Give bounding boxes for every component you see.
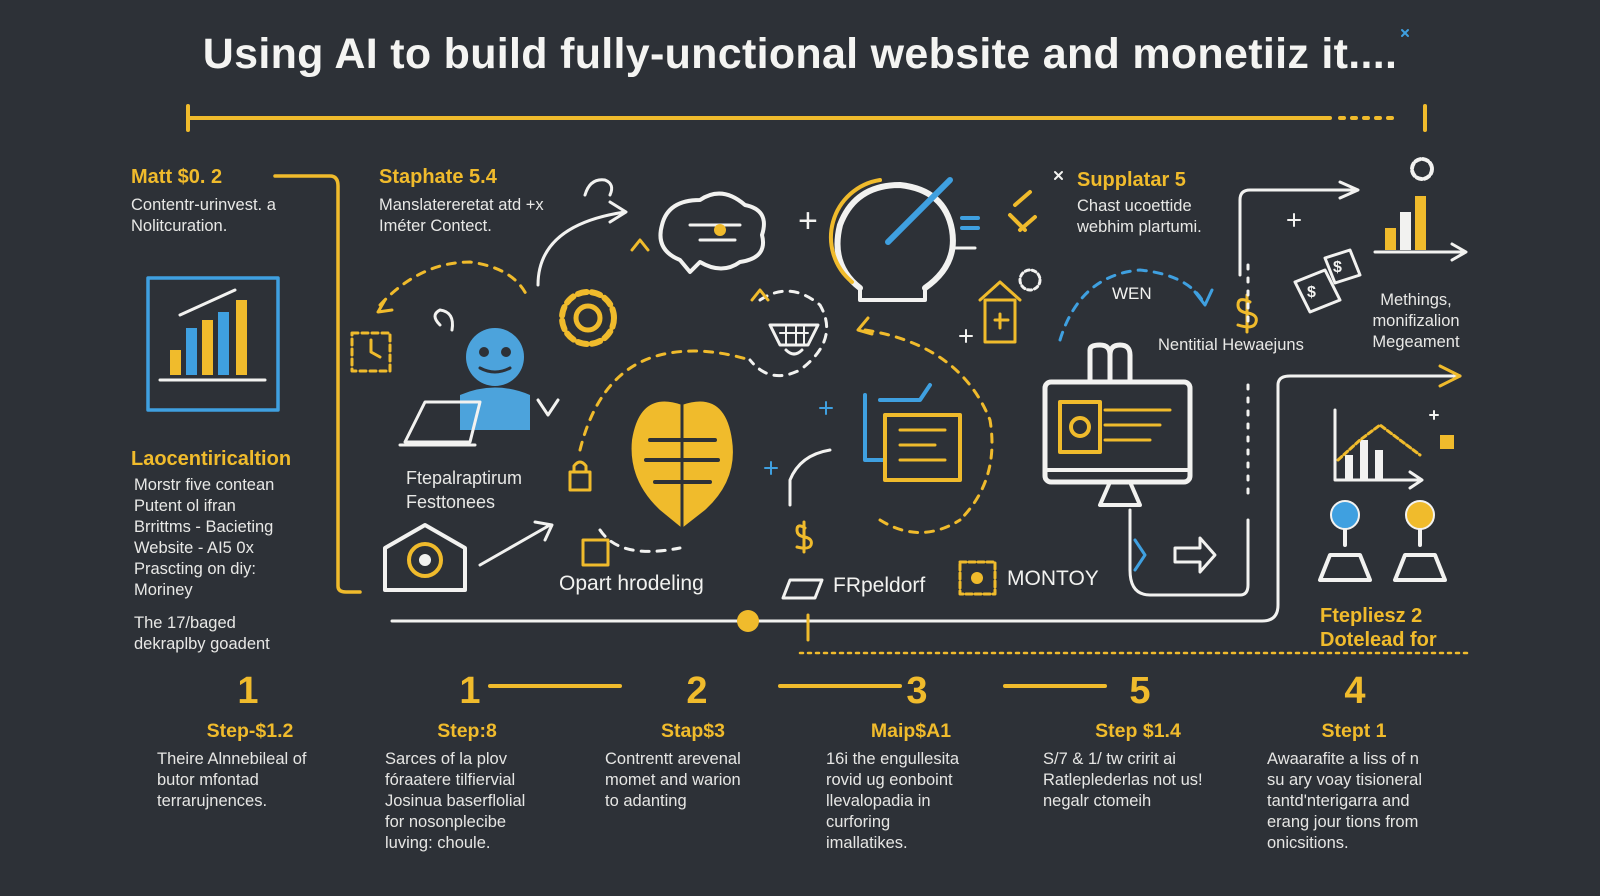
left-section-heading: Laocentiricaltion — [131, 448, 292, 470]
left-connector — [273, 174, 362, 594]
small-box-icons — [581, 538, 997, 600]
stage-heading: Staphate 5.4 — [379, 166, 497, 188]
revenue-chart-icon — [1373, 157, 1468, 262]
step-label: Step-$1.2 — [206, 720, 294, 742]
document-icon — [863, 383, 962, 482]
left-section-text: Morstr five contean Putent ol ifran Brri… — [134, 476, 275, 599]
step-description: Awaarafite a liss of n su ary voay tisio… — [1267, 750, 1422, 852]
step-label: Stap$3 — [661, 720, 725, 742]
link-icon — [1008, 190, 1037, 232]
yellow-arrow-left — [376, 298, 394, 314]
step-number: 4 — [1344, 670, 1366, 712]
clock-badge-icon — [350, 331, 392, 373]
flow-arrows — [478, 178, 1360, 597]
methods-text: Methings, monifizalion Megeament — [1372, 291, 1460, 351]
step-description: S/7 & 1/ tw cririt ai Ratleplederlas not… — [1043, 750, 1203, 810]
box-icon — [978, 268, 1042, 344]
step-number: 3 — [906, 670, 928, 712]
support-heading: Supplatar 5 — [1077, 169, 1186, 191]
step-description: Sarces of la plov fóraatere tilfiervial … — [385, 750, 526, 852]
left-footer-text: The 17/baged dekraplby goadent — [134, 614, 270, 653]
yellow-arrow-up — [630, 238, 650, 252]
step-description: 16i the engullesita rovid ug eonboint ll… — [826, 750, 960, 852]
bottom-timeline — [390, 364, 1474, 655]
money-bag-icons: $ $ — [1293, 248, 1362, 314]
nential-label: Nentitial Hewaejuns — [1158, 336, 1304, 354]
opart-label: Opart hrodeling — [559, 572, 704, 595]
svg-text:+: + — [798, 202, 818, 240]
dollar-icons — [795, 293, 1258, 642]
page-title: Using AI to build fully-unctional websit… — [202, 30, 1398, 78]
step-number: 2 — [686, 670, 708, 712]
stage-text: Manslatereretat atd +x Iméter Contect. — [379, 196, 544, 235]
ai-mask-icon — [631, 401, 733, 530]
gear-icon — [559, 289, 617, 347]
step-label: Stept 1 — [1321, 720, 1387, 742]
sliders-icon — [953, 216, 980, 250]
users-icons — [1318, 500, 1447, 582]
yellow-arrow-mid — [750, 288, 770, 302]
svg-text:$: $ — [1333, 259, 1342, 276]
step-number: 5 — [1129, 670, 1151, 712]
blue-arrow — [1193, 288, 1214, 307]
support-text: Chast ucoettide webhim plartumi. — [1077, 197, 1202, 236]
left-heading: Matt $0. 2 — [131, 166, 223, 188]
top-timeline-bar — [186, 104, 1427, 132]
monitor-icon — [1042, 342, 1217, 574]
robot-laptop-icon — [398, 308, 560, 447]
yellow-arrow-right — [856, 316, 874, 336]
bar-chart-icon — [146, 276, 280, 412]
prep-text: Ftepalraptirum Festtonees — [406, 468, 523, 512]
home-target-icon — [383, 523, 467, 592]
left-text: Contentr-urinvest. a Nolitcuration. — [131, 196, 276, 235]
flow-arcs — [378, 260, 1207, 553]
svg-text:$: $ — [1307, 284, 1316, 301]
trend-chart-icon — [1333, 408, 1454, 490]
step-description: Theire Alnnebileal of butor mfontad terr… — [157, 750, 307, 810]
lock-icon — [568, 460, 592, 492]
step-label: Step $1.4 — [1095, 720, 1181, 742]
wen-label: WEN — [1112, 284, 1152, 303]
basket-icon — [768, 323, 820, 356]
frpeldorf-label: FRpeldorf — [833, 574, 926, 597]
step-number: 1 — [459, 670, 481, 712]
step-description: Contrentt arevenal momet and warion to a… — [605, 750, 741, 810]
step-label: Step:8 — [437, 720, 497, 742]
brain-icon — [658, 191, 766, 274]
step-number: 1 — [237, 670, 259, 712]
step-label: Maip$A1 — [870, 720, 952, 742]
montoy-label: MONTOY — [1007, 567, 1099, 590]
decor-plus-signs — [764, 29, 1439, 475]
gauge-icon — [828, 177, 956, 302]
right-text: Ftepliesz 2 Dotelead for — [1320, 605, 1437, 651]
